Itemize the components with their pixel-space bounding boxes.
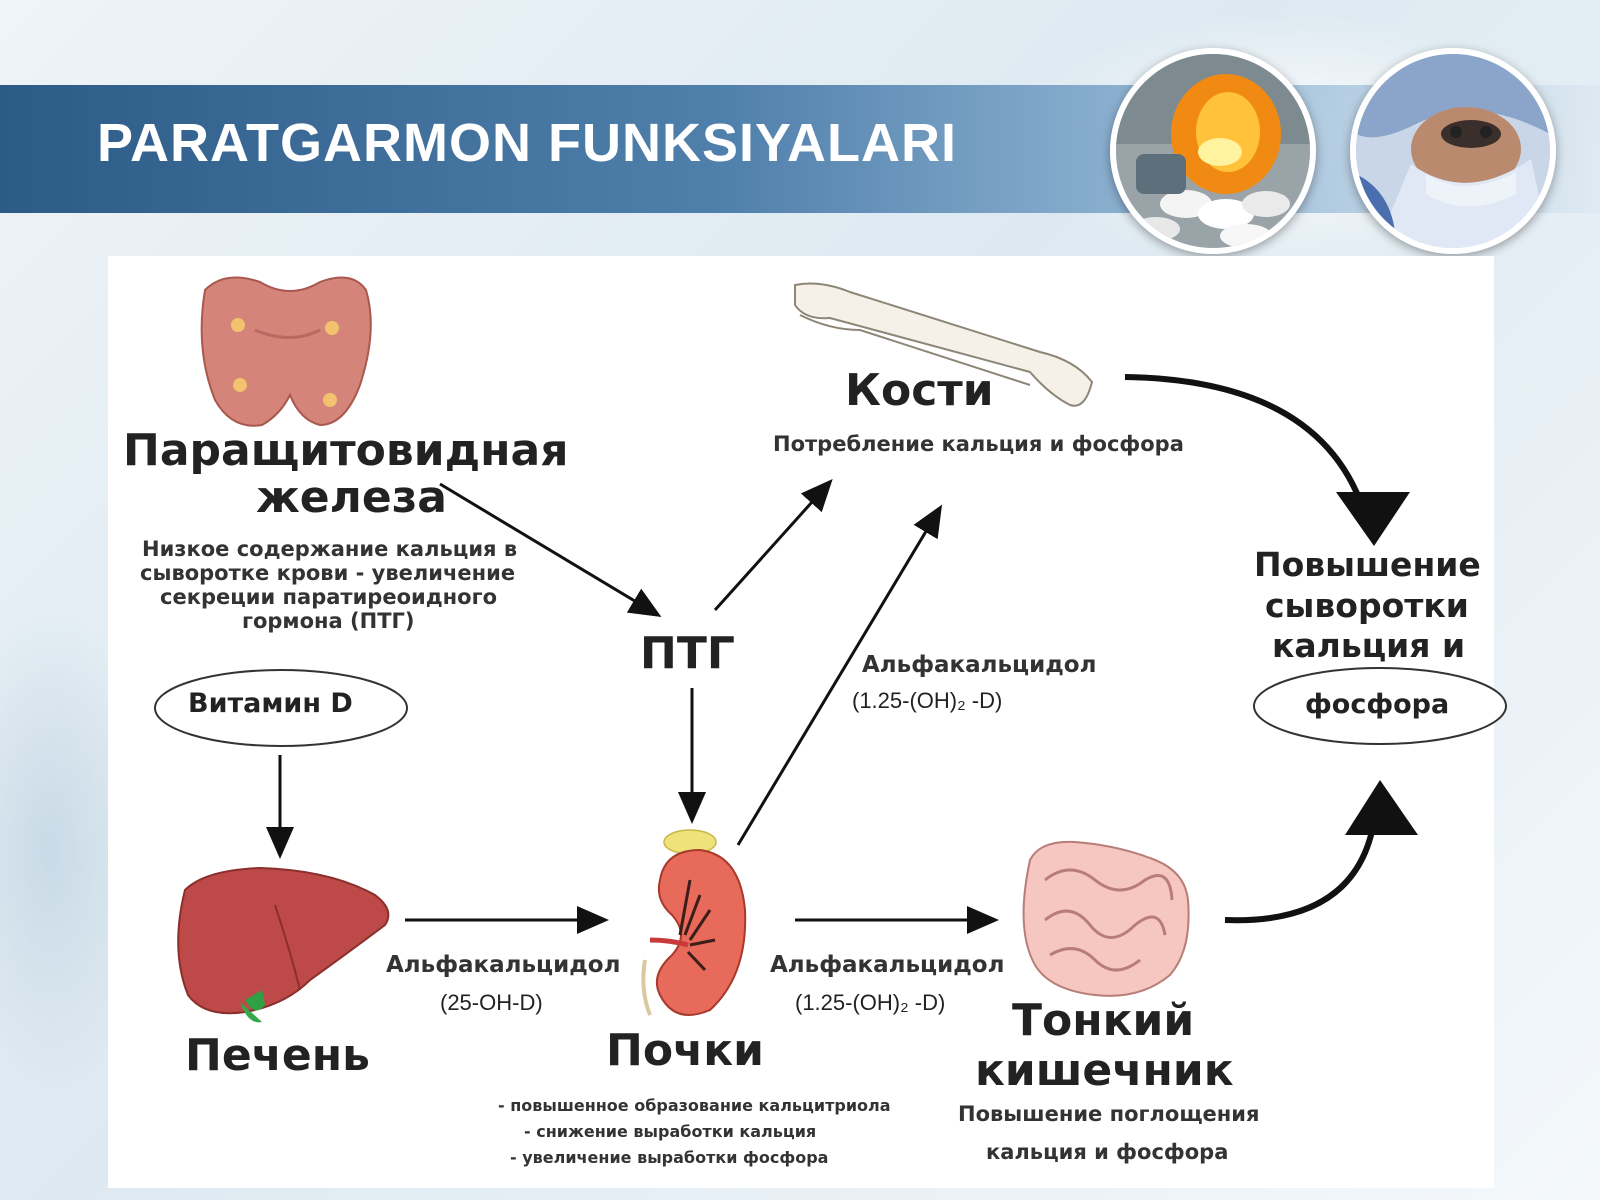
- parathyroid-desc-line4: гормона (ПТГ): [242, 609, 415, 633]
- parathyroid-desc-line2: сыворотке крови - увеличение: [140, 561, 516, 585]
- thyroid-icon: [200, 276, 372, 427]
- result-ellipse: [1253, 667, 1507, 745]
- vitamin-d-ellipse: [154, 669, 408, 747]
- vitamin-d-label: Витамин D: [188, 688, 353, 719]
- intestine-title-line1: Тонкий: [1012, 995, 1195, 1046]
- intestine-desc-line1: Повышение поглощения: [958, 1102, 1260, 1126]
- arrow-parathyroid-to-ptg: [439, 482, 662, 618]
- kidneys-desc-line1: - повышенное образование кальцитриола: [498, 1096, 891, 1115]
- result-line4: фосфора: [1305, 689, 1450, 720]
- bones-desc: Потребление кальция и фосфора: [773, 432, 1184, 456]
- slide-title: PARATGARMON FUNKSIYALARI: [97, 113, 957, 173]
- parathyroid-title-line1: Паращитовидная: [123, 425, 569, 476]
- title-band: [0, 85, 1600, 213]
- liver-title: Печень: [185, 1030, 370, 1081]
- alfacalcidol-liver-line2: (25-OH-D): [440, 990, 543, 1015]
- alfacalcidol-kidney-line2: (1.25-(OH)₂ -D): [795, 990, 946, 1015]
- alfacalcidol-liver-line1: Альфакальцидол: [386, 952, 621, 978]
- kidneys-desc-line3: - увеличение выработки фосфора: [510, 1148, 829, 1167]
- alfacalcidol-top-line2: (1.25-(OH)₂ -D): [852, 688, 1003, 713]
- intestine-desc-line2: кальция и фосфора: [986, 1140, 1229, 1164]
- parathyroid-title-line2: железа: [256, 472, 447, 523]
- kidney-icon: [641, 829, 747, 1016]
- arrow-kidneys-to-bones: [736, 504, 943, 846]
- ptg-label: ПТГ: [640, 628, 735, 679]
- result-line2: сыворотки: [1265, 586, 1469, 625]
- alfacalcidol-kidney-line1: Альфакальцидол: [770, 952, 1005, 978]
- bones-title: Кости: [845, 365, 994, 416]
- result-line1: Повышение: [1254, 545, 1481, 584]
- alfacalcidol-top-line1: Альфакальцидол: [862, 652, 1097, 678]
- kidneys-title: Почки: [606, 1025, 764, 1076]
- arrow-bones-to-result: [1124, 374, 1371, 526]
- result-line3: кальция и: [1272, 626, 1466, 665]
- bone-icon: [794, 282, 1094, 407]
- kidneys-desc-line2: - снижение выработки кальция: [524, 1122, 817, 1141]
- parathyroid-desc-line3: секреции паратиреоидного: [160, 585, 498, 609]
- arrow-ptg-to-bones: [713, 479, 833, 612]
- surgeon-photo: [1350, 48, 1556, 254]
- intestine-icon: [1022, 840, 1190, 997]
- intestine-title-line2: кишечник: [975, 1045, 1234, 1096]
- parathyroid-desc-line1: Низкое содержание кальция в: [142, 537, 518, 561]
- arrow-intestine-to-result: [1224, 814, 1378, 924]
- liver-icon: [177, 866, 390, 1023]
